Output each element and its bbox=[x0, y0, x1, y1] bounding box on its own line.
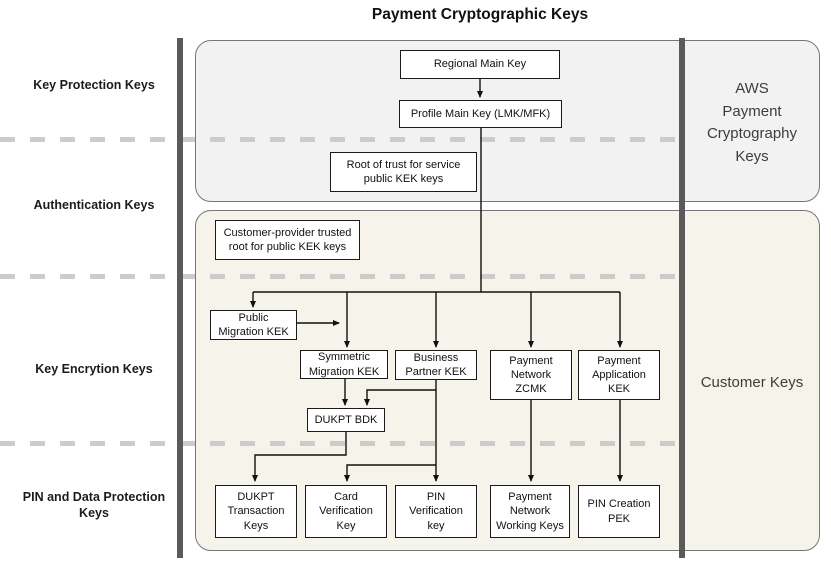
node-business-partner-kek: Business Partner KEK bbox=[395, 350, 477, 380]
row-divider-1 bbox=[0, 137, 679, 142]
node-card-verification-key: Card Verification Key bbox=[305, 485, 387, 538]
edge-business-to-dukpt-bdk bbox=[364, 389, 436, 406]
page-title: Payment Cryptographic Keys bbox=[371, 6, 589, 23]
row-label-key-encryption: Key Encrytion Keys bbox=[35, 362, 153, 376]
node-pin-verification-key: PIN Verification key bbox=[395, 485, 477, 538]
row-label-authentication: Authentication Keys bbox=[33, 198, 155, 212]
node-customer-provider-root: Customer-provider trusted root for publi… bbox=[215, 220, 360, 260]
node-payment-network-working-keys: Payment Network Working Keys bbox=[490, 485, 570, 538]
right-divider-bar bbox=[679, 38, 685, 558]
node-regional-main-key: Regional Main Key bbox=[400, 50, 560, 79]
edge-business-to-card-verification bbox=[344, 464, 436, 482]
row-label-pin-protection: PIN and Data Protection Keys bbox=[22, 490, 166, 520]
left-divider-bar bbox=[177, 38, 183, 558]
row-label-key-protection: Key Protection Keys bbox=[33, 78, 155, 92]
node-payment-application-kek: Payment Application KEK bbox=[578, 350, 660, 400]
row-divider-2 bbox=[0, 274, 679, 279]
node-dukpt-bdk: DUKPT BDK bbox=[307, 408, 385, 432]
aws-zone-label: AWS Payment Cryptography Keys bbox=[706, 80, 798, 165]
node-pin-creation-pek: PIN Creation PEK bbox=[578, 485, 660, 538]
node-dukpt-transaction-keys: DUKPT Transaction Keys bbox=[215, 485, 297, 538]
node-public-migration-kek: Public Migration KEK bbox=[210, 310, 297, 340]
edge-bdk-to-dukpt-transaction bbox=[252, 432, 347, 482]
node-payment-network-zcmk: Payment Network ZCMK bbox=[490, 350, 572, 400]
node-symmetric-migration-kek: Symmetric Migration KEK bbox=[300, 350, 388, 379]
node-profile-main-key: Profile Main Key (LMK/MFK) bbox=[399, 100, 562, 128]
customer-zone-label: Customer Keys bbox=[700, 374, 804, 391]
node-root-of-trust: Root of trust for service public KEK key… bbox=[330, 152, 477, 192]
row-divider-3 bbox=[0, 441, 679, 446]
